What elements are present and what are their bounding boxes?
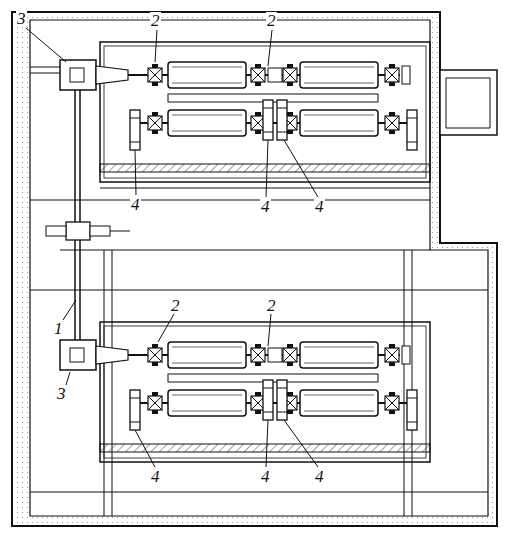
callout-number: 4 xyxy=(130,196,141,213)
callout-number: 3 xyxy=(16,10,27,27)
callout-number: 2 xyxy=(266,297,277,314)
callout-number: 4 xyxy=(314,468,325,485)
callout-number: 2 xyxy=(266,12,277,29)
upper-roller-unit xyxy=(60,42,430,182)
lower-roller-unit xyxy=(60,322,430,462)
callout-number: 2 xyxy=(170,297,181,314)
callout-number: 4 xyxy=(260,468,271,485)
callout-number: 1 xyxy=(53,320,64,337)
callout-number: 3 xyxy=(56,385,67,402)
callout-number: 4 xyxy=(260,198,271,215)
callout-number: 2 xyxy=(150,12,161,29)
callout-number: 4 xyxy=(314,198,325,215)
callout-number: 4 xyxy=(150,468,161,485)
